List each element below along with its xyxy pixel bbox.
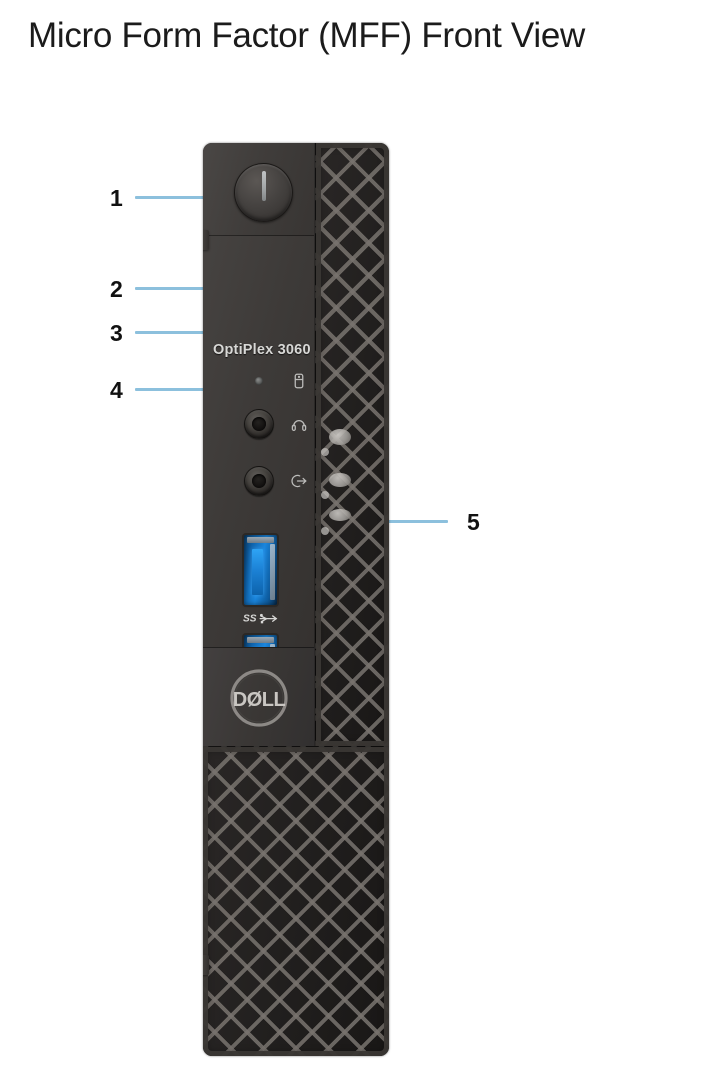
- grille-internal-dot: [321, 448, 329, 456]
- callout-number-4: 4: [110, 377, 123, 403]
- hard-drive-activity-light: [255, 377, 263, 385]
- model-name-label: OptiPlex 3060: [213, 342, 311, 358]
- callout-number-2: 2: [110, 276, 123, 302]
- leader-line-3: [135, 331, 259, 334]
- chassis-io-plate: OptiPlex 3060: [203, 236, 315, 725]
- desktop-chassis: OptiPlex 3060: [203, 143, 389, 1056]
- leader-line-1: [135, 196, 261, 199]
- svg-text:DØLL: DØLL: [233, 689, 286, 711]
- bottom-ventilation-grille: [203, 746, 389, 1056]
- grille-frame: [316, 143, 389, 746]
- chassis-foot-nub-bottom: [203, 955, 209, 975]
- chassis-foot-nub-top: [203, 230, 209, 250]
- svg-text:SS: SS: [243, 614, 257, 625]
- headset-icon: [290, 415, 308, 433]
- grille-internal-dot: [321, 527, 329, 535]
- power-icon: [261, 171, 266, 201]
- line-out-port[interactable]: [244, 466, 274, 496]
- chassis-logo-plate: DØLL: [203, 647, 315, 746]
- usb-3-port-top[interactable]: [244, 535, 277, 605]
- grille-internal-detail: [329, 509, 351, 521]
- usb-port-insert: [252, 549, 263, 595]
- headset-port[interactable]: [244, 409, 274, 439]
- grille-internal-detail: [329, 429, 351, 445]
- power-button[interactable]: [234, 163, 293, 222]
- callout-number-5: 5: [467, 509, 480, 535]
- grille-frame: [203, 747, 389, 1056]
- hard-drive-icon: [290, 372, 308, 390]
- side-ventilation-grille: [315, 143, 389, 746]
- line-out-icon: [290, 472, 308, 490]
- dell-logo-icon: DØLL: [227, 666, 291, 730]
- page-title: Micro Form Factor (MFF) Front View: [28, 16, 585, 55]
- chassis-top-plate: [203, 143, 315, 236]
- callout-number-3: 3: [110, 320, 123, 346]
- leader-line-4: [135, 388, 259, 391]
- leader-line-2: [135, 287, 257, 290]
- grille-internal-detail: [329, 473, 351, 487]
- callout-number-1: 1: [110, 185, 123, 211]
- grille-internal-dot: [321, 491, 329, 499]
- superspeed-usb-icon: SS: [243, 611, 281, 625]
